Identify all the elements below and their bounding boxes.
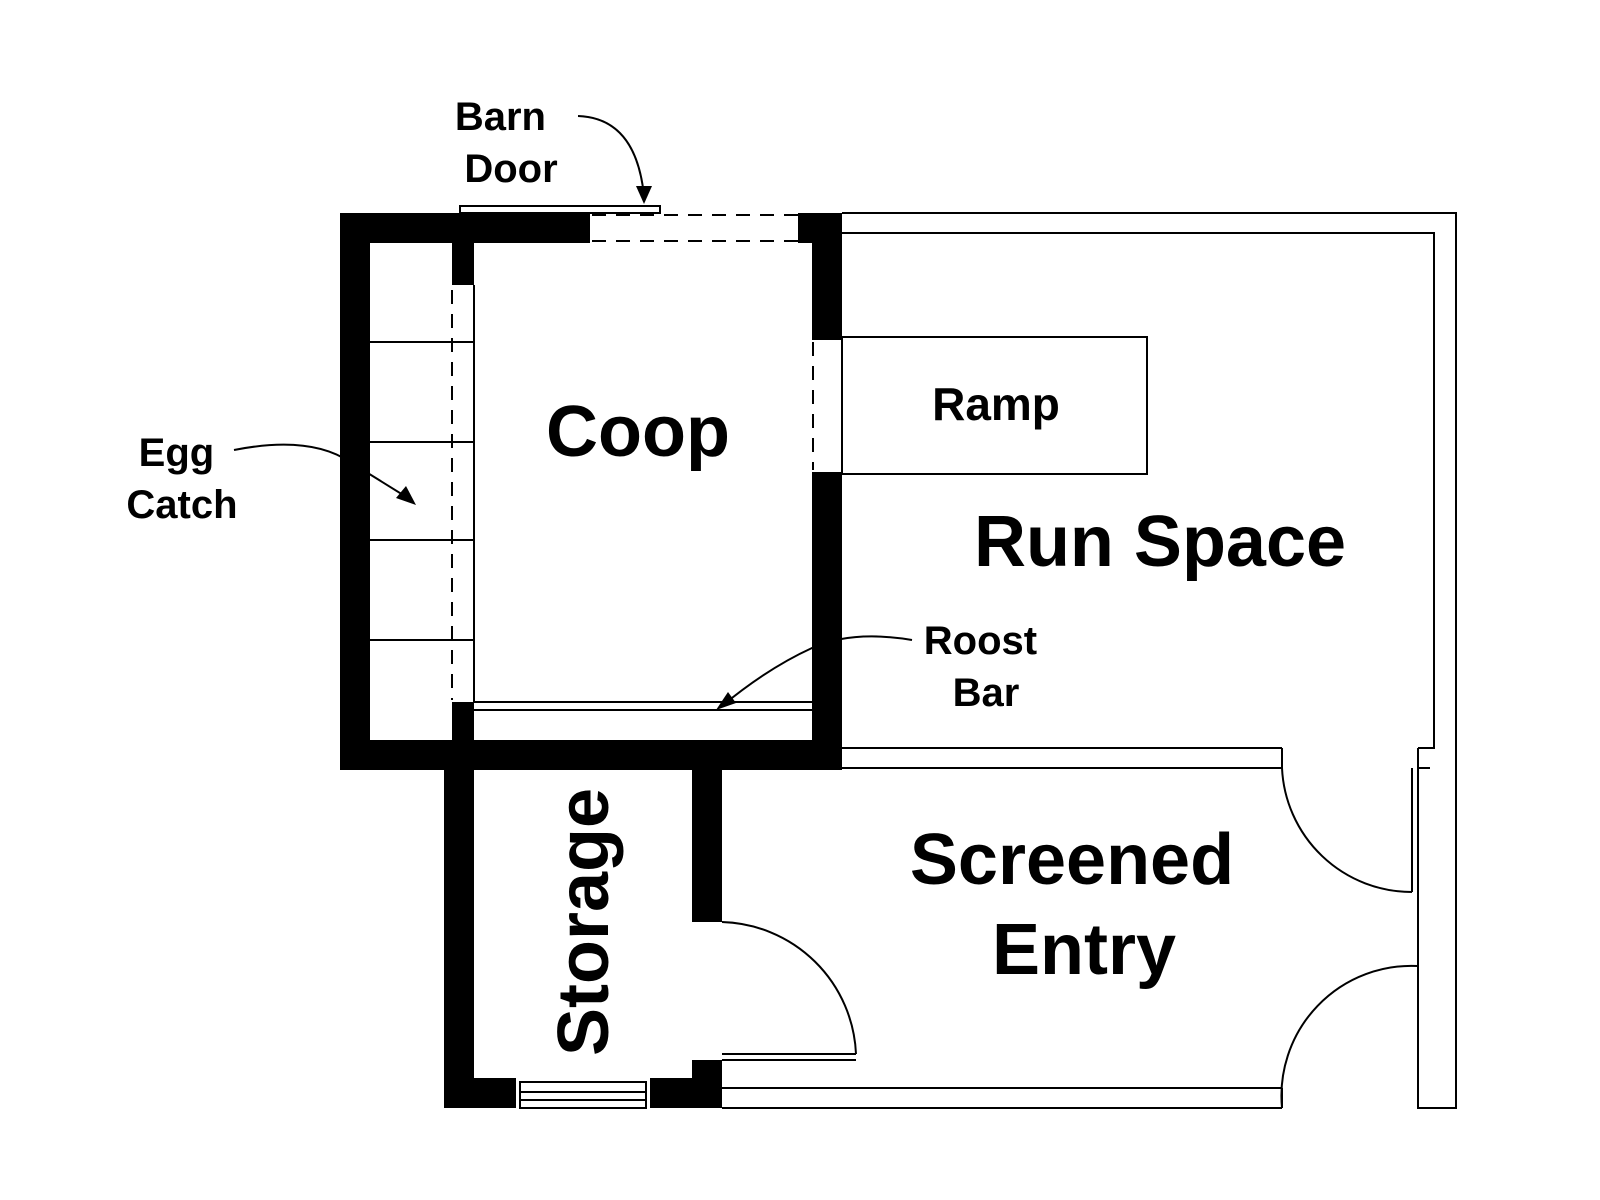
barn-door-leader	[577, 115, 652, 204]
storage-door	[721, 921, 857, 1061]
egg-catch-leader	[233, 443, 416, 505]
roost-bar-leader	[716, 635, 913, 710]
barn-door-label-line1: Barn	[455, 95, 546, 139]
screened-entry-wall	[722, 1087, 1283, 1109]
barn-door-opening	[459, 205, 798, 242]
egg-catch-label-line2: Catch	[126, 483, 237, 527]
run-space-door	[1281, 767, 1413, 894]
roost-bar-label-line2: Bar	[953, 671, 1020, 715]
roost-bar	[474, 701, 812, 711]
coop-walls	[340, 213, 842, 770]
barn-door-label: Barn Door	[455, 95, 558, 191]
run-space-label: Run Space	[974, 502, 1346, 582]
roost-bar-label-line1: Roost	[924, 619, 1037, 663]
ramp	[841, 336, 1148, 475]
egg-catch-boxes	[370, 285, 475, 702]
coop-label: Coop	[546, 392, 730, 472]
screened-entry-label-line1: Screened	[910, 820, 1234, 900]
ramp-label: Ramp	[932, 378, 1060, 430]
egg-catch-label-line1: Egg	[139, 431, 215, 475]
screened-entry-label-line2: Entry	[992, 910, 1176, 990]
storage-walls	[444, 770, 722, 1108]
entry-door	[1280, 964, 1419, 1109]
egg-catch-label: Egg Catch	[126, 431, 237, 527]
storage-label: Storage	[544, 788, 624, 1056]
roost-bar-label: Roost Bar	[924, 619, 1048, 715]
screened-entry-label: Screened Entry	[910, 820, 1254, 990]
storage-window	[519, 1081, 647, 1109]
run-space-walls	[842, 212, 1457, 1109]
barn-door-label-line2: Door	[464, 147, 557, 191]
